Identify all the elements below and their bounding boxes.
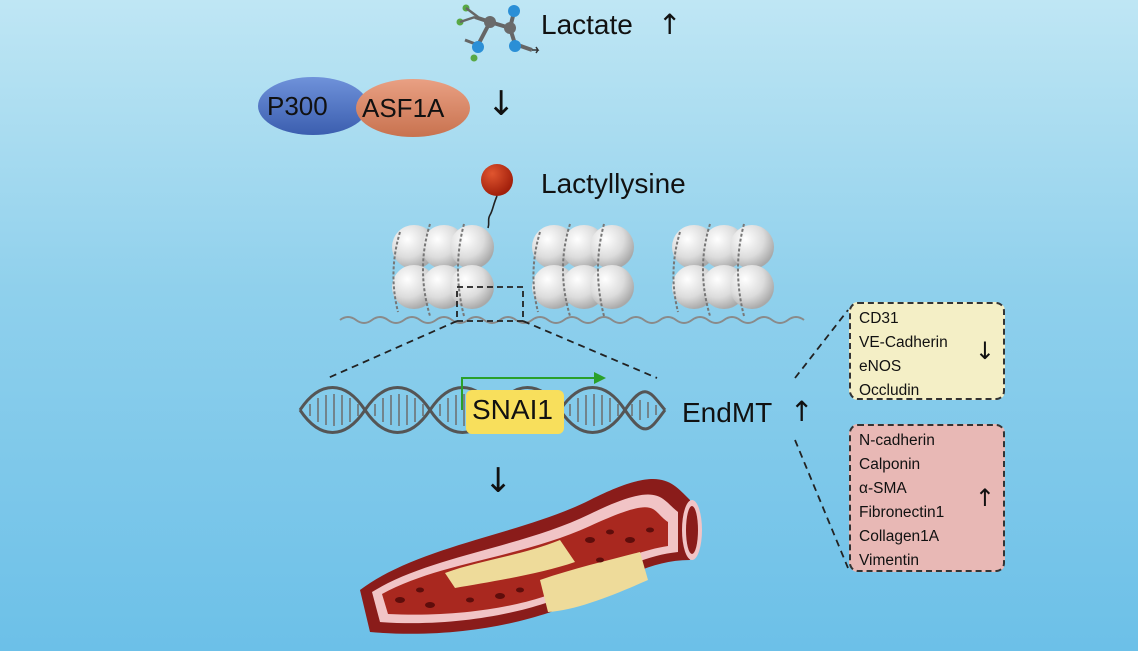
endothelial-down-arrow: ↓ [974,337,995,365]
promoter-arrow [461,377,600,410]
marker-item: Collagen1A [859,528,940,545]
snai1-label: SNAI1 [472,394,553,425]
marker-item: VE-Cadherin [859,334,948,351]
process-down-arrow-2: ↓ [484,461,513,501]
lactate-molecule-icon [456,4,540,62]
fan-line-lower [794,439,849,569]
fan-line-upper [794,309,849,379]
zoom-line-right [522,320,658,379]
p300-shape [258,77,368,135]
marker-item: Occludin [859,382,920,399]
linker-dna [339,316,805,324]
endothelial-markers-box: CD31 VE-Cadherin eNOS Occludin ↓ [849,302,1005,400]
marker-item: Vimentin [859,552,920,569]
blood-vessel-icon [360,479,702,634]
lactyllysine-icon [481,164,513,196]
lactate-label: Lactate [541,9,633,40]
endmt-up-arrow: ↑ [790,395,814,428]
mesenchymal-markers-box: N-cadherin Calponin α-SMA Fibronectin1 C… [849,424,1005,572]
marker-item: CD31 [859,310,899,327]
marker-item: α-SMA [859,480,907,497]
asf1a-label: ASF1A [362,93,445,123]
snai1-box [466,390,564,434]
p300-label: P300 [267,91,328,121]
marker-item: Fibronectin1 [859,504,945,521]
nucleosome [672,223,774,317]
zoom-region [456,286,524,322]
marker-item: N-cadherin [859,432,935,449]
promoter-arrow-head [594,372,606,384]
mesenchymal-up-arrow: ↑ [974,484,995,512]
marker-item: Calponin [859,456,921,473]
nucleosome [392,223,494,317]
nucleosome [532,223,634,317]
zoom-line-left [327,320,458,379]
marker-item: eNOS [859,358,902,375]
lactyllysine-label: Lactyllysine [541,168,686,199]
process-down-arrow-1: ↓ [487,84,516,124]
lactate-up-arrow: ↑ [658,8,682,41]
asf1a-shape [356,79,470,137]
endmt-label: EndMT [682,397,773,428]
lactyllysine-tether [487,195,498,229]
